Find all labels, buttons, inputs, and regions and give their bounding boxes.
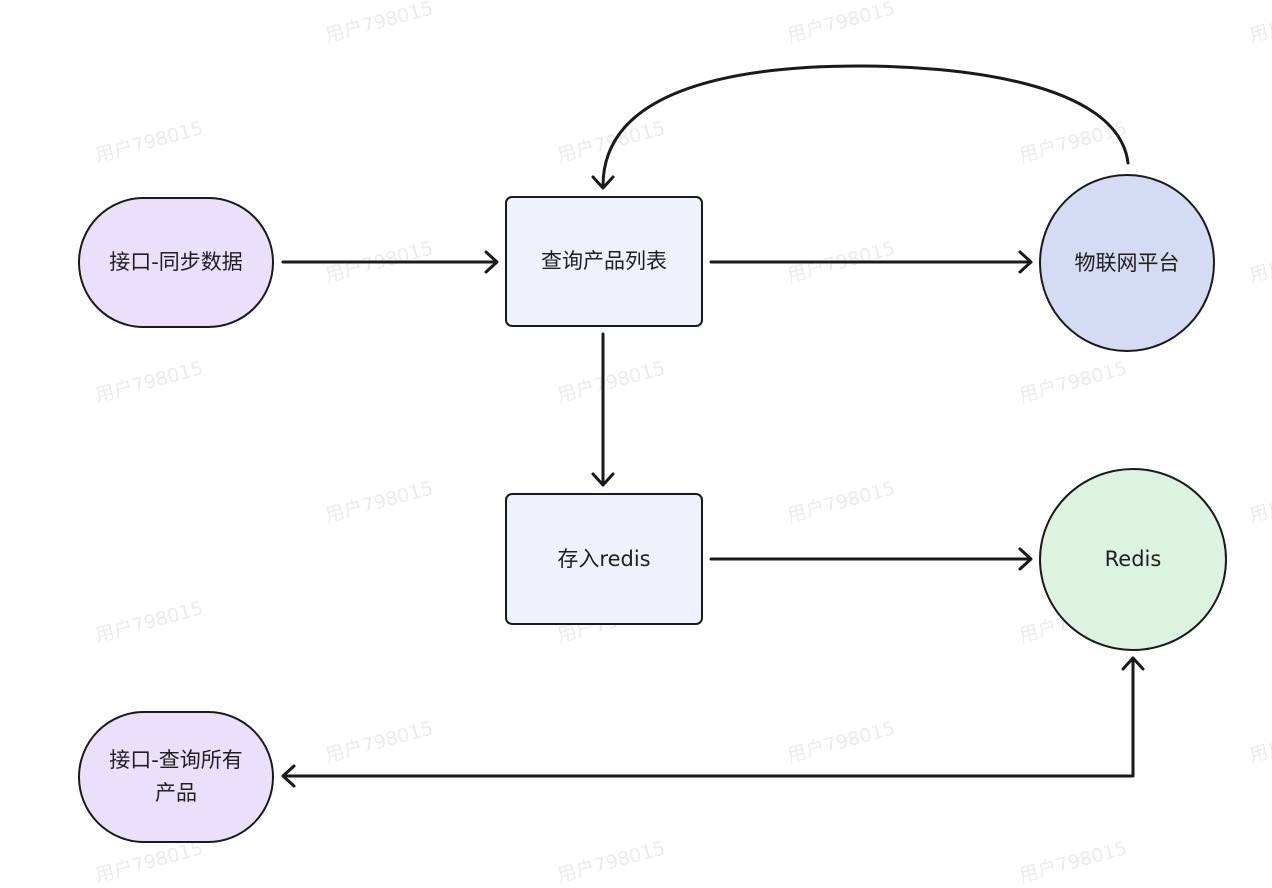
store-redis-node: 存入redis (505, 493, 703, 625)
iot-platform-node: 物联网平台 (1039, 174, 1215, 352)
arrow-redis-to-query-all (282, 659, 1135, 778)
arrowhead (591, 175, 615, 190)
redis-label: Redis (1104, 547, 1162, 572)
store-redis-label: 存入redis (557, 546, 651, 571)
arrowhead (1018, 250, 1033, 274)
redis-node: Redis (1039, 468, 1227, 651)
api-sync-node: 接口-同步数据 (78, 197, 274, 328)
arrowhead (484, 250, 499, 274)
query-products-label: 查询产品列表 (541, 249, 667, 274)
arrow-iot-to-query (601, 64, 1130, 189)
iot-platform-label: 物联网平台 (1074, 250, 1180, 275)
query-products-node: 查询产品列表 (505, 196, 703, 327)
arrowhead (1018, 547, 1033, 571)
api-query-all-label-line2: 产品 (155, 781, 197, 805)
api-query-all-label-line1: 接口-查询所有 (109, 748, 243, 773)
arrowhead (1121, 656, 1145, 671)
api-query-all-node: 接口-查询所有 产品 (78, 711, 274, 843)
arrowhead (281, 764, 296, 788)
arrowhead (591, 472, 615, 487)
api-sync-label: 接口-同步数据 (109, 250, 243, 275)
